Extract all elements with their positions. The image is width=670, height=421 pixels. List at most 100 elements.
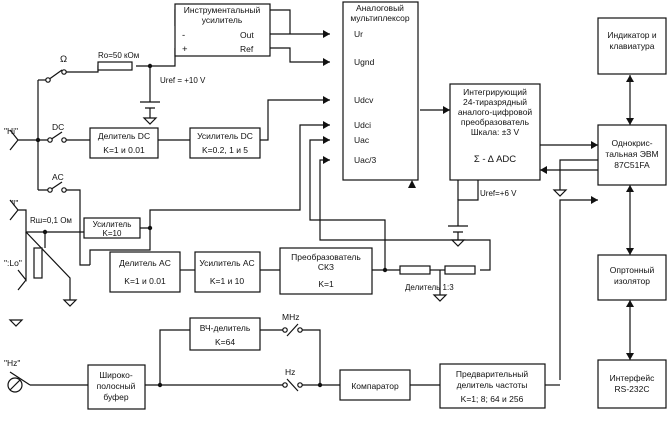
arrow-prediv-mcu — [591, 196, 598, 204]
svg-text:изолятор: изолятор — [614, 276, 650, 286]
junctions — [35, 63, 388, 388]
arrow-indicator-down — [626, 118, 634, 125]
svg-text:Uac: Uac — [354, 135, 370, 145]
label-i-input: "I" — [10, 198, 18, 208]
switches — [45, 69, 303, 392]
svg-text:Усилитель DC: Усилитель DC — [197, 131, 253, 141]
svg-text:Аналоговый: Аналоговый — [356, 3, 404, 13]
svg-text:усилитель: усилитель — [202, 15, 243, 25]
svg-text:24-тиразрядный: 24-тиразрядный — [463, 97, 527, 107]
resistor-rsh — [33, 247, 43, 279]
svg-text:тальная ЭВМ: тальная ЭВМ — [605, 149, 658, 159]
svg-text:K=1 и 0.01: K=1 и 0.01 — [103, 145, 145, 155]
block-divider-dc: Делитель DC K=1 и 0.01 — [89, 127, 159, 159]
svg-text:Σ - Δ ADC: Σ - Δ ADC — [474, 154, 516, 165]
svg-text:+: + — [182, 44, 188, 55]
svg-text:87C51FA: 87C51FA — [614, 160, 650, 170]
arrow-udcv — [323, 96, 330, 104]
block-wideband-buffer: Широко- полосный буфер — [87, 364, 146, 410]
arrow-mcu-out — [540, 166, 547, 174]
block-prescaler: Предварительный делитель частоты K=1; 8;… — [439, 363, 546, 409]
block-rms-converter: Преобразователь СКЗ K=1 — [279, 247, 373, 295]
block-amp-i: Усилитель K=10 — [83, 217, 141, 239]
block-instrumentation-amp: Инструментальный усилитель - + Out Ref — [174, 3, 271, 57]
svg-text:делитель частоты: делитель частоты — [457, 380, 528, 390]
svg-text:Инструментальный: Инструментальный — [184, 5, 261, 15]
label-ac-switch: AC — [52, 172, 64, 182]
svg-text:K=0.2, 1 и 5: K=0.2, 1 и 5 — [202, 145, 248, 155]
svg-text:Предварительный: Предварительный — [456, 369, 528, 379]
svg-text:Компаратор: Компаратор — [351, 381, 399, 391]
label-div13: Делитель 1:3 — [405, 283, 454, 292]
passives — [7, 61, 568, 393]
block-opto-isolator: Опртонный изолятор — [597, 254, 667, 301]
label-uref10: Uref = +10 V — [160, 76, 206, 85]
svg-text:аналого-цифровой: аналого-цифровой — [458, 107, 533, 117]
block-interface: Интерфейс RS-232C — [597, 359, 667, 409]
label-dc-switch: DC — [52, 122, 64, 132]
svg-text:Однокрис-: Однокрис- — [611, 138, 652, 148]
svg-text:Ur: Ur — [354, 29, 363, 39]
arrow-ugnd — [323, 58, 330, 66]
svg-text:Усилитель: Усилитель — [93, 220, 132, 229]
block-adc: Интегрирующий 24-тиразрядный аналого-циф… — [449, 83, 541, 198]
arrow-opto-up — [626, 185, 634, 192]
svg-text:Индикатор и: Индикатор и — [607, 30, 657, 40]
resistor-div13-a — [399, 265, 431, 275]
svg-text:Ref: Ref — [240, 44, 254, 54]
svg-text:RS-232C: RS-232C — [615, 384, 650, 394]
arrow-mux-ctrl — [408, 180, 416, 188]
resistor-ro — [97, 61, 133, 71]
svg-text:Преобразователь: Преобразователь — [291, 252, 361, 262]
svg-text:преобразователь: преобразователь — [461, 117, 530, 127]
arrow-udci — [323, 121, 330, 129]
arrow-ur — [323, 30, 330, 38]
block-amp-ac: Усилитель AC K=1 и 10 — [194, 251, 261, 293]
svg-text:мультиплексор: мультиплексор — [350, 13, 410, 23]
arrow-adc-in — [443, 106, 450, 114]
svg-text:Широко-: Широко- — [99, 370, 133, 380]
resistor-div13-b — [444, 265, 476, 275]
svg-text:Усилитель AC: Усилитель AC — [199, 258, 254, 268]
block-hf-divider: ВЧ-делитель K=64 — [189, 317, 261, 351]
svg-text:Udcv: Udcv — [354, 95, 374, 105]
label-hi-input: "Hi" — [4, 126, 18, 136]
block-mcu: Однокрис- тальная ЭВМ 87C51FA — [597, 124, 667, 186]
svg-text:буфер: буфер — [103, 392, 129, 402]
block-indicator: Индикатор и клавиатура — [597, 17, 667, 75]
arrow-opto-down — [626, 248, 634, 255]
arrow-iface-down — [626, 353, 634, 360]
svg-text:Интерфейс: Интерфейс — [610, 373, 656, 383]
svg-text:Uref=+6 V: Uref=+6 V — [480, 189, 517, 198]
svg-text:K=1; 8; 64 и 256: K=1; 8; 64 и 256 — [461, 394, 524, 404]
label-hz-input: "Hz" — [4, 358, 20, 368]
svg-text:Out: Out — [240, 30, 254, 40]
svg-text:K=1 и 10: K=1 и 10 — [210, 276, 245, 286]
label-ro: Ro=50 кОм — [98, 51, 139, 60]
svg-text:Делитель AC: Делитель AC — [119, 258, 171, 268]
arrow-iface-up — [626, 300, 634, 307]
svg-text:ВЧ-делитель: ВЧ-делитель — [200, 323, 251, 333]
label-rsh: Rш=0,1 Ом — [30, 216, 72, 225]
svg-text:Шкала: ±3 V: Шкала: ±3 V — [471, 127, 520, 137]
svg-text:клавиатура: клавиатура — [610, 41, 655, 51]
svg-text:K=10: K=10 — [103, 229, 122, 238]
svg-text:полосный: полосный — [97, 381, 136, 391]
svg-text:Делитель DC: Делитель DC — [98, 131, 150, 141]
svg-text:K=1: K=1 — [318, 279, 334, 289]
svg-text:СКЗ: СКЗ — [318, 262, 334, 272]
arrow-mcu-in — [591, 141, 598, 149]
arrow-uac3 — [323, 156, 330, 164]
labels: "Hi" "I" ":Lo" "Hz" Ω DC AC Ro=50 кОм Ur… — [4, 51, 454, 377]
block-comparator: Компаратор — [339, 369, 411, 401]
svg-text:Udci: Udci — [354, 120, 371, 130]
svg-text:K=1 и 0.01: K=1 и 0.01 — [124, 276, 166, 286]
label-mhz-switch: MHz — [282, 312, 299, 322]
label-lo-input: ":Lo" — [4, 258, 22, 268]
svg-text:Интегрирующий: Интегрирующий — [463, 87, 527, 97]
arrowheads — [323, 30, 634, 360]
block-divider-ac: Делитель AC K=1 и 0.01 — [109, 251, 181, 293]
svg-text:Uac/3: Uac/3 — [354, 155, 376, 165]
